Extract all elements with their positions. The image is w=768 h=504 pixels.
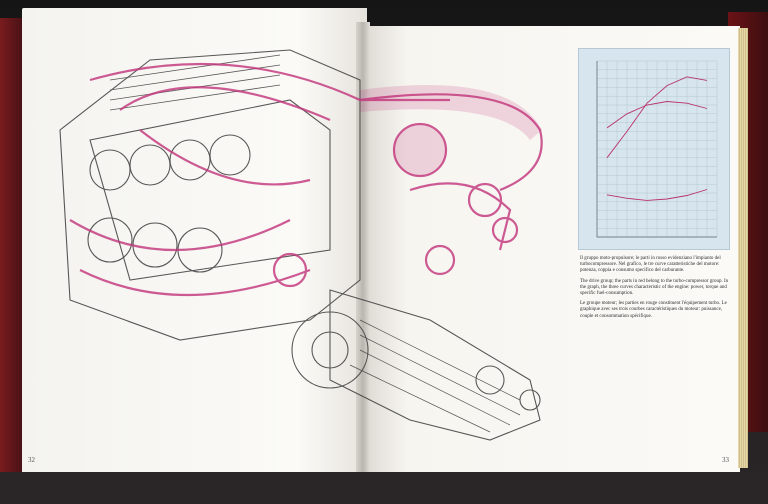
left-page <box>22 8 367 474</box>
table-surface <box>0 472 768 504</box>
left-page-number: 32 <box>28 456 35 464</box>
performance-chart <box>578 48 730 250</box>
caption-italian: Il gruppo moto-propulsore; le parti in r… <box>580 256 721 274</box>
chart-series-line-1 <box>606 101 708 129</box>
chart-series-line-2 <box>606 189 708 201</box>
caption: Il gruppo moto-propulsore; le parti in r… <box>580 256 730 324</box>
chart-series-line-0 <box>606 76 708 159</box>
caption-french: Le groupe moteur; les parties en rouge c… <box>580 301 727 319</box>
engine-cutaway-illustration <box>59 49 543 441</box>
right-page-number: 33 <box>722 456 729 464</box>
chart-svg <box>596 60 718 238</box>
page-edges <box>738 28 748 468</box>
caption-english: The drive group; the parts in red belong… <box>580 278 729 297</box>
book-cover-left <box>0 18 22 504</box>
chart-axes <box>596 61 717 238</box>
